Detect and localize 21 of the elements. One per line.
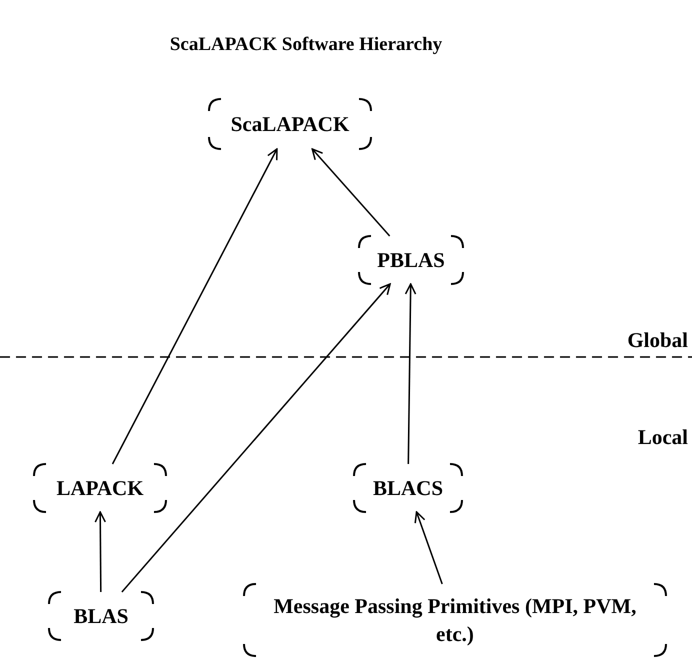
node-label: BLACS bbox=[372, 474, 444, 502]
arrow bbox=[112, 148, 278, 464]
node-label: LAPACK bbox=[55, 474, 145, 502]
node-label: Message Passing Primitives (MPI, PVM, etc.) bbox=[272, 592, 638, 648]
library-node bbox=[45, 588, 157, 644]
level-label: Local bbox=[638, 425, 688, 450]
arrow bbox=[414, 511, 443, 584]
arrow bbox=[94, 511, 106, 592]
arrow bbox=[312, 148, 390, 236]
library-node bbox=[355, 232, 467, 288]
node-label: BLAS bbox=[72, 602, 130, 630]
diagram-title: ScaLAPACK Software Hierarchy bbox=[168, 34, 444, 56]
node-label: PBLAS bbox=[376, 246, 446, 274]
library-node bbox=[240, 580, 670, 660]
level-label: Global bbox=[627, 328, 688, 353]
library-node bbox=[30, 460, 170, 516]
node-label: ScaLAPACK bbox=[230, 110, 350, 138]
library-node bbox=[350, 460, 466, 516]
arrow bbox=[404, 283, 416, 464]
arrow bbox=[121, 283, 391, 592]
library-node bbox=[205, 95, 375, 153]
